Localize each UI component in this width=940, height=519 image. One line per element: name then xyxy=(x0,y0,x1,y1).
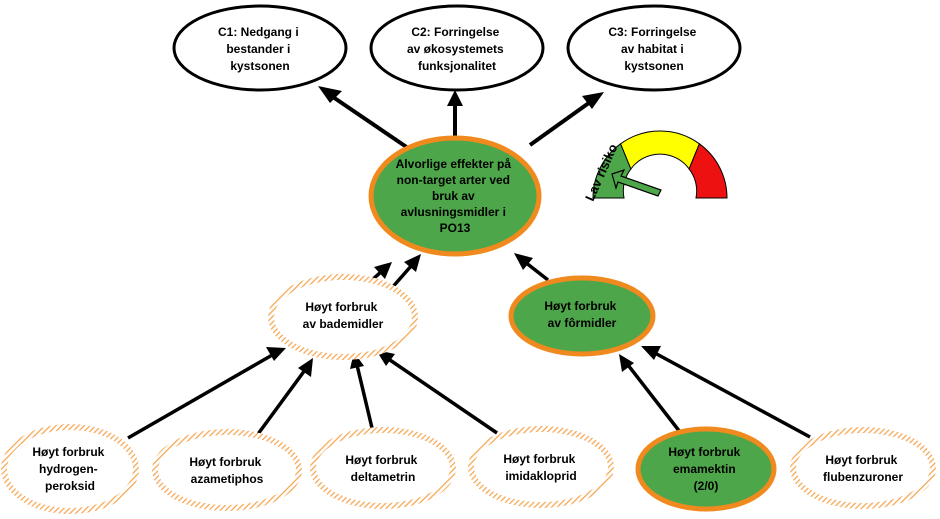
node-label: C3: Forringelse av habitat i kystsonen xyxy=(608,25,699,73)
arrow-bademidler-to-central-2 xyxy=(388,254,421,292)
node-label: Høyt forbruk hydrogen- peroksid xyxy=(32,445,107,493)
node-label-line: Høyt forbruk xyxy=(503,452,575,466)
node-label-line: hydrogen- xyxy=(39,462,98,476)
node-label: Høyt forbruk emamektin (2/0) xyxy=(668,445,743,493)
node-label-line: peroksid xyxy=(45,479,95,493)
node-label-line: bruk av xyxy=(432,189,475,203)
node-label-line: deltametrin xyxy=(351,470,416,484)
cause-node-azametiphos: Høyt forbruk azametiphos xyxy=(152,429,302,511)
arrow-hydrogenperoksid-to-bademidler xyxy=(127,347,286,440)
node-label-line: Høyt forbruk xyxy=(305,300,377,314)
arrow-emamektin-to-formidler xyxy=(619,354,682,434)
node-label-line: Høyt forbruk xyxy=(668,445,740,459)
node-label-line: kystsonen xyxy=(624,59,683,73)
node-label: C1: Nedgang i bestander i kystsonen xyxy=(218,25,302,73)
arrow-azametiphos-to-bademidler xyxy=(256,358,313,436)
node-label-line: C2: Forringelse xyxy=(411,25,499,39)
node-label-line: non-target arter ved xyxy=(397,173,510,187)
node-label: Høyt forbruk imidakloprid xyxy=(503,452,578,483)
node-label-line: av fôrmidler xyxy=(548,316,617,330)
node-label-line: (2/0) xyxy=(694,479,719,493)
arrow-central-to-c1 xyxy=(318,86,410,150)
node-label-line: Høyt forbruk xyxy=(345,453,417,467)
node-label-line: av habitat i xyxy=(621,42,684,56)
node-label-line: Høyt forbruk xyxy=(825,453,897,467)
cause-node-flubenzuroner: Høyt forbruk flubenzuroner xyxy=(790,427,936,509)
node-label-line: PO13 xyxy=(440,221,471,235)
central-event-node: Alvorlige effekter på non-target arter v… xyxy=(368,135,542,257)
node-label-line: avlusningsmidler i xyxy=(401,205,506,219)
node-label-line: emamektin xyxy=(673,462,736,476)
node-label: Høyt forbruk deltametrin xyxy=(345,453,420,484)
node-label-line: C1: Nedgang i xyxy=(218,25,299,39)
node-label-line: Alvorlige effekter på xyxy=(396,157,512,171)
cause-node-deltametrin: Høyt forbruk deltametrin xyxy=(310,427,456,509)
risk-gauge: Lav risiko xyxy=(582,130,728,203)
node-label: Alvorlige effekter på non-target arter v… xyxy=(396,157,515,235)
node-label-line: azametiphos xyxy=(191,472,264,486)
arrow-central-to-c3 xyxy=(528,92,604,147)
arrow-flubenzuroner-to-formidler xyxy=(641,346,811,439)
node-label: Høyt forbruk av bademidler xyxy=(303,300,384,331)
node-label-line: av bademidler xyxy=(303,317,384,331)
consequence-node-c2: C2: Forringelse av økosystemets funksjon… xyxy=(369,4,545,92)
node-label-line: funksjonalitet xyxy=(418,59,496,73)
cause-node-formidler: Høyt forbruk av fôrmidler xyxy=(508,275,656,357)
consequence-node-c3: C3: Forringelse av habitat i kystsonen xyxy=(566,4,742,92)
consequence-node-c1: C1: Nedgang i bestander i kystsonen xyxy=(172,4,348,92)
node-label-line: C3: Forringelse xyxy=(608,25,696,39)
cause-node-hydrogenperoksid: Høyt forbruk hydrogen- peroksid xyxy=(1,424,139,514)
node-label-line: Høyt forbruk xyxy=(32,445,104,459)
gauge-segment-high xyxy=(688,143,728,199)
gauge-segment-medium xyxy=(619,130,701,170)
cause-node-emamektin: Høyt forbruk emamektin (2/0) xyxy=(635,426,777,512)
cause-node-imidakloprid: Høyt forbruk imidakloprid xyxy=(468,426,614,508)
node-label: Høyt forbruk av fôrmidler xyxy=(544,299,619,330)
cause-node-bademidler: Høyt forbruk av bademidler xyxy=(268,274,418,360)
node-label-line: kystsonen xyxy=(230,59,289,73)
node-label-line: flubenzuroner xyxy=(823,470,903,484)
arrow-deltametrin-to-bademidler xyxy=(350,352,374,429)
gauge-needle-icon xyxy=(611,168,662,197)
node-label-line: Høyt forbruk xyxy=(189,455,261,469)
node-label: C2: Forringelse av økosystemets funksjon… xyxy=(407,25,507,73)
node-label: Høyt forbruk flubenzuroner xyxy=(823,453,903,484)
arrow-central-to-c2 xyxy=(447,90,463,138)
node-label-line: bestander i xyxy=(226,42,290,56)
node-label-line: Høyt forbruk xyxy=(544,299,616,313)
node-label-line: av økosystemets xyxy=(407,42,504,56)
node-label-line: imidakloprid xyxy=(505,469,576,483)
node-label: Høyt forbruk azametiphos xyxy=(189,455,264,486)
arrow-formidler-to-central xyxy=(514,253,550,282)
arrow-imidakloprid-to-bademidler xyxy=(376,350,498,435)
